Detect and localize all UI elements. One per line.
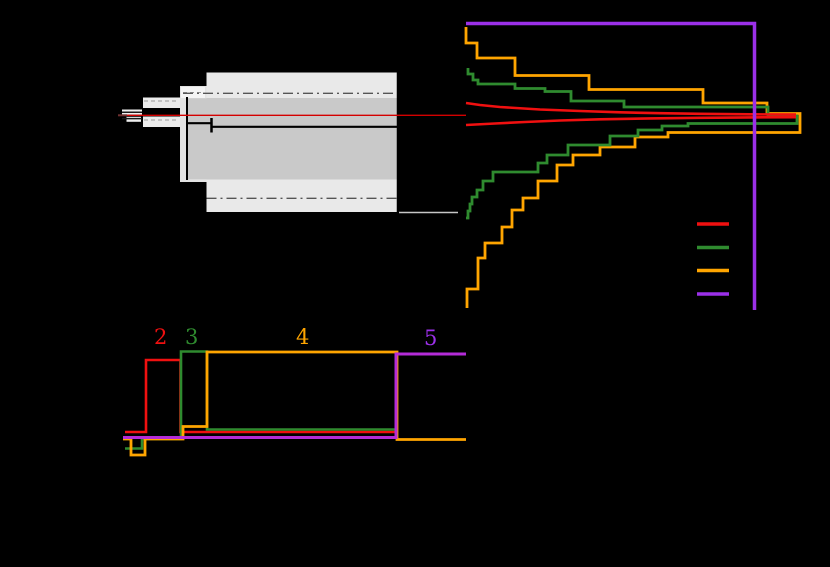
element-4-orange-step [123,350,466,457]
detector-schematic [122,72,458,214]
front-shield-inner [187,98,207,180]
curves-layer [118,21,802,457]
element-label-4: 4 [296,325,310,349]
element-label-3: 3 [185,325,199,349]
element-label-2: 2 [154,325,168,349]
red-envelope-upper [465,101,797,116]
orange-histogram-outline [464,27,802,308]
upstream-block-lower [143,116,180,127]
purple-boundary-box [466,21,757,310]
element-label-5: 5 [424,326,438,350]
upstream-block-upper [143,97,180,108]
element-5-purple-step [123,352,466,439]
element-3-green-step [125,350,395,450]
green-histogram-outline [466,68,799,220]
legend [697,222,729,296]
main-magnet-coil-band [206,98,398,180]
element-2-red-step [125,358,395,434]
red-envelope-lower [465,115,797,127]
